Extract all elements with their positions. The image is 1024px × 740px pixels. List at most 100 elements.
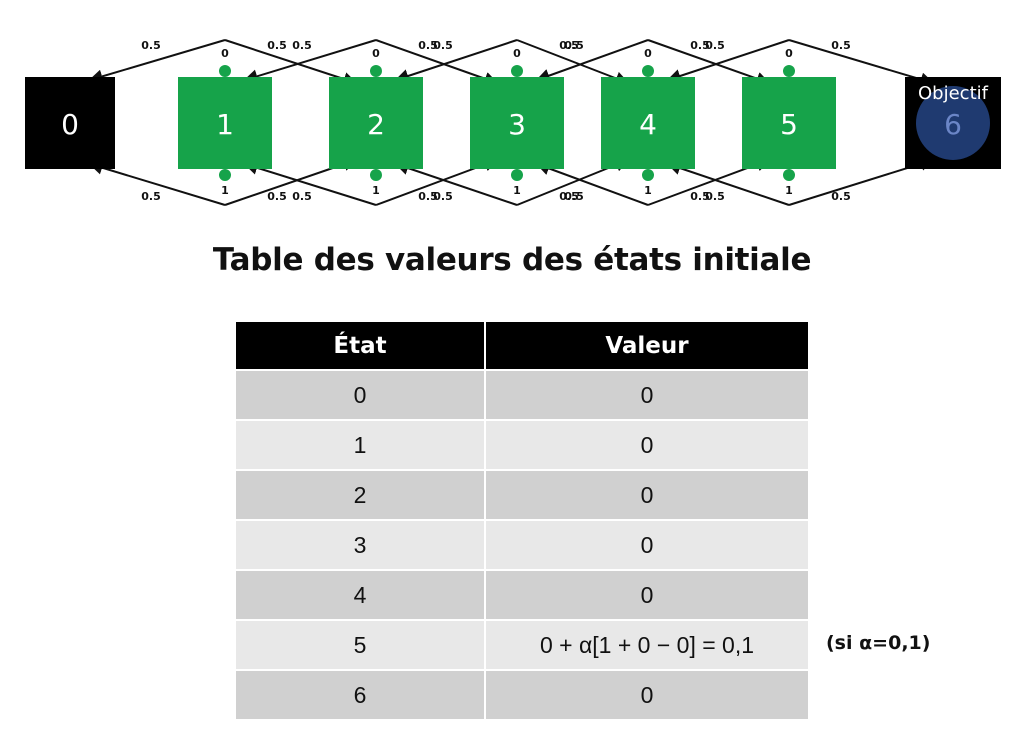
- transition-arrows: [88, 39, 935, 206]
- table-row: 1 0: [234, 419, 810, 471]
- action-label: 1: [644, 184, 652, 197]
- state-cell: 4: [234, 569, 486, 621]
- transition-arrow: [394, 39, 518, 83]
- action-label: 1: [372, 184, 380, 197]
- action-node: [219, 169, 231, 181]
- state-label: 4: [639, 108, 657, 141]
- state-cell: 5: [234, 619, 486, 671]
- probability-label: 0.5: [433, 39, 453, 52]
- state-label: 1: [216, 108, 234, 141]
- alpha-note: (si α=0,1): [826, 632, 931, 654]
- transition-arrow: [224, 39, 358, 86]
- state-label: 3: [508, 108, 526, 141]
- transition-arrow: [788, 39, 935, 87]
- value-table: État Valeur 0 0 1 0 2 0 3 0 4 0 5 0 + α[…: [234, 320, 810, 721]
- action-label: 1: [513, 184, 521, 197]
- action-node: [783, 65, 795, 77]
- probability-label: 0.5: [831, 190, 851, 203]
- state-cell: 0: [234, 369, 486, 421]
- action-node: [783, 169, 795, 181]
- probability-label: 0.5: [564, 190, 584, 203]
- header-value: Valeur: [484, 320, 810, 371]
- probability-label: 0.5: [564, 39, 584, 52]
- action-label: 1: [785, 184, 793, 197]
- value-cell: 0: [484, 569, 810, 621]
- probability-label: 0.5: [690, 190, 710, 203]
- table-row: 3 0: [234, 519, 810, 571]
- transition-arrow: [516, 39, 630, 85]
- state-boxes: 0 1 2 3 4 5 6 Objectif: [25, 65, 1001, 181]
- transition-arrow: [647, 39, 771, 86]
- value-cell: 0: [484, 369, 810, 421]
- state-label: 0: [61, 108, 79, 141]
- probability-label: 0.5: [141, 190, 161, 203]
- probability-label: 0.5: [705, 190, 725, 203]
- transition-arrow: [535, 161, 649, 206]
- action-node: [370, 169, 382, 181]
- state-cell: 6: [234, 669, 486, 721]
- terminal-state-box: [25, 77, 115, 169]
- table-row: 0 0: [234, 369, 810, 421]
- state-box: [601, 77, 695, 169]
- state-cell: 1: [234, 419, 486, 471]
- value-cell: 0: [484, 519, 810, 571]
- table-row: 4 0: [234, 569, 810, 621]
- state-box: [329, 77, 423, 169]
- table-header-row: État Valeur: [234, 320, 810, 371]
- value-cell: 0: [484, 419, 810, 471]
- value-cell-formula: 0 + α[1 + 0 − 0] = 0,1: [484, 619, 810, 671]
- probability-label: 0.5: [267, 190, 287, 203]
- probability-label: 0.5: [831, 39, 851, 52]
- transition-arrow: [666, 39, 790, 83]
- probability-label: 0.5: [559, 39, 579, 52]
- transition-arrow: [88, 39, 226, 84]
- action-label: 1: [221, 184, 229, 197]
- state-box: [742, 77, 836, 169]
- action-label: 0: [785, 47, 793, 60]
- action-label: 0: [221, 47, 229, 60]
- transition-arrow: [666, 161, 790, 206]
- probability-label: 0.5: [690, 39, 710, 52]
- table-row: 2 0: [234, 469, 810, 521]
- action-label: 0: [644, 47, 652, 60]
- table-row: 6 0: [234, 669, 810, 721]
- probability-label: 0.5: [267, 39, 287, 52]
- value-cell: 0: [484, 669, 810, 721]
- action-node: [642, 169, 654, 181]
- transition-arrow: [394, 161, 518, 206]
- probability-label: 0.5: [292, 190, 312, 203]
- probability-label: 0.5: [705, 39, 725, 52]
- action-node: [511, 65, 523, 77]
- probability-label: 0.5: [418, 39, 438, 52]
- table-title: Table des valeurs des états initiale: [212, 242, 812, 278]
- state-label: 5: [780, 108, 798, 141]
- probability-label: 0.5: [418, 190, 438, 203]
- state-cell: 3: [234, 519, 486, 571]
- transition-arrow: [243, 161, 377, 206]
- state-cell: 2: [234, 469, 486, 521]
- state-box: [470, 77, 564, 169]
- goal-label: Objectif: [918, 83, 989, 104]
- action-label: 0: [372, 47, 380, 60]
- value-cell: 0: [484, 469, 810, 521]
- transition-arrow: [375, 39, 499, 86]
- state-label: 6: [944, 108, 962, 141]
- goal-circle: [916, 86, 990, 160]
- action-label: 0: [513, 47, 521, 60]
- transition-arrow: [88, 160, 226, 206]
- probability-label: 0.5: [433, 190, 453, 203]
- probability-label: 0.5: [292, 39, 312, 52]
- action-node: [511, 169, 523, 181]
- header-state: État: [234, 320, 486, 371]
- probability-label: 0.5: [559, 190, 579, 203]
- state-box: [178, 77, 272, 169]
- transition-arrow: [535, 39, 649, 83]
- probability-label: 0.5: [141, 39, 161, 52]
- action-node: [219, 65, 231, 77]
- action-node: [370, 65, 382, 77]
- state-label: 2: [367, 108, 385, 141]
- action-node: [642, 65, 654, 77]
- table-row: 5 0 + α[1 + 0 − 0] = 0,1: [234, 619, 810, 671]
